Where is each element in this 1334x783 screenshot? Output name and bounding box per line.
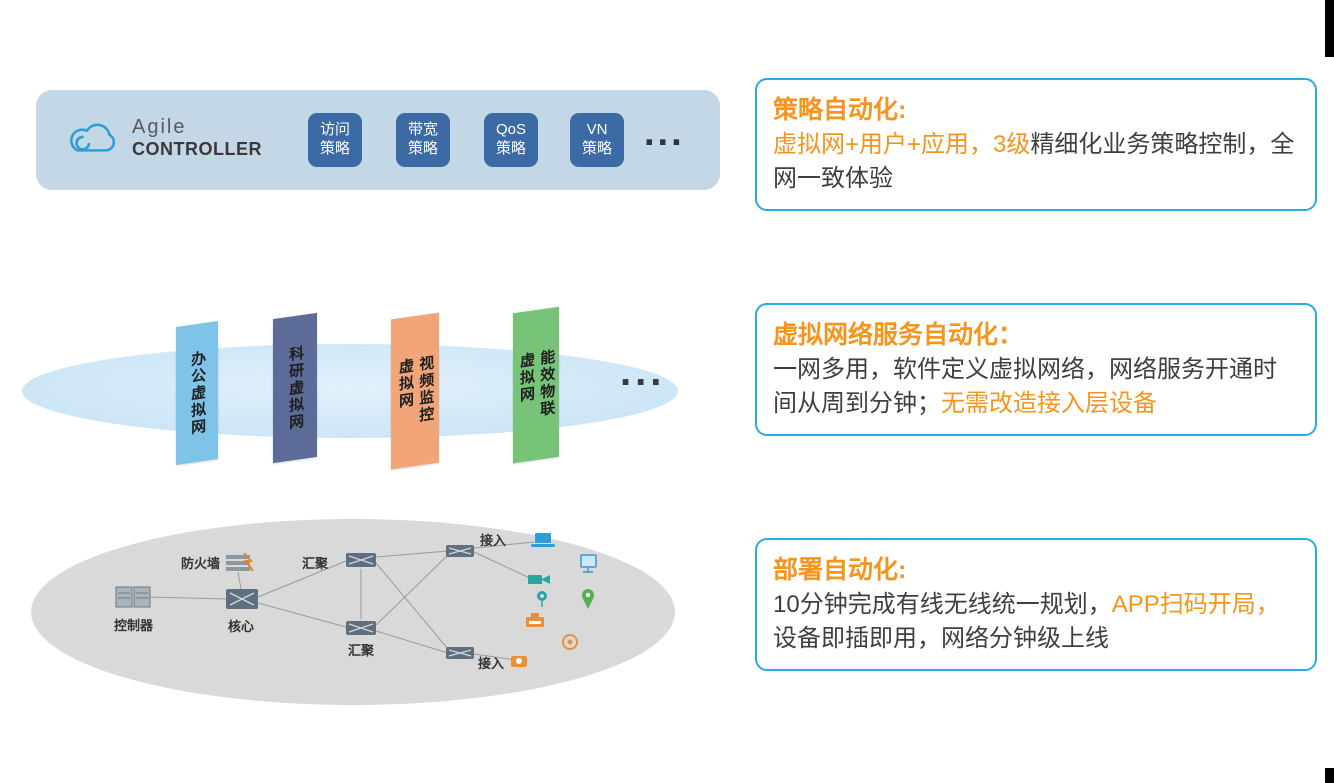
firewall-label: 防火墙	[181, 556, 220, 571]
vn-ellipsis: ...	[620, 350, 666, 394]
callout-segment: 虚拟网+用户+应用，3级	[773, 131, 1031, 158]
callout-body: 10分钟完成有线无线统一规划，APP扫码开局，设备即插即用，网络分钟级上线	[773, 588, 1299, 655]
vn-panel-label: 视频监控 虚拟网	[397, 354, 435, 425]
policy-label-line2: 策略	[581, 140, 612, 157]
black-edge-bottom	[1325, 768, 1334, 783]
callout-title: 策略自动化:	[773, 96, 907, 124]
policy-label-line2: 策略	[319, 140, 350, 157]
policy-button-bandwidth: 带宽 策略	[396, 113, 450, 167]
black-edge-top	[1325, 0, 1334, 57]
physical-network-ellipse	[31, 519, 675, 705]
callout-deployment-automation: 部署自动化: 10分钟完成有线无线统一规划，APP扫码开局，设备即插即用，网络分…	[755, 538, 1317, 672]
aggregation-switch-bottom-icon	[346, 621, 376, 635]
firewall-icon	[226, 552, 254, 572]
logo-agile-text: Agile	[132, 116, 187, 138]
callout-segment: 设备即插即用，网络分钟级上线	[773, 624, 1109, 652]
policy-label-line2: 策略	[407, 140, 438, 157]
controller-label: 控制器	[114, 618, 154, 633]
vn-panel-energy-iot: 能效物联 虚拟网	[513, 306, 559, 464]
callout-segment: APP扫码开局，	[1111, 591, 1280, 618]
topology-links	[147, 541, 535, 661]
policy-label-line1: 访问	[319, 121, 350, 139]
aggregation-switch-top-icon	[346, 553, 376, 567]
core-switch-icon	[226, 589, 258, 609]
policy-button-qos: QoS 策略	[484, 113, 538, 167]
monitor-icon	[580, 554, 597, 573]
network-topology: 控制器 防火墙 核心 汇聚 汇聚 接入	[31, 519, 675, 705]
callout-segment: 10分钟完成有线无线统一规划，	[773, 591, 1112, 618]
core-label: 核心	[228, 619, 254, 634]
policy-label-line1: VN	[586, 121, 608, 139]
callout-virtual-network-automation: 虚拟网络服务自动化： 一网多用，软件定义虚拟网络，网络服务开通时间从周到分钟；无…	[755, 303, 1317, 437]
policy-label-line1: 带宽	[407, 121, 438, 139]
access-bottom-label: 接入	[478, 656, 504, 671]
cloud-icon	[70, 123, 116, 152]
callout-body: 一网多用，软件定义虚拟网络，网络服务开通时间从周到分钟；无需改造接入层设备	[773, 353, 1299, 420]
location-pin-icon	[582, 589, 594, 609]
vn-panel-label: 办公虚拟网	[189, 349, 207, 437]
policy-label-line2: 策略	[495, 140, 526, 157]
policies-ellipsis: ...	[644, 112, 685, 154]
smart-device-icon	[562, 634, 578, 650]
video-camera-icon	[528, 575, 550, 584]
callout-policy-automation: 策略自动化: 虚拟网+用户+应用，3级精细化业务策略控制，全网一致体验	[755, 78, 1317, 212]
vn-panel-video-surveillance: 视频监控 虚拟网	[391, 312, 439, 470]
access-switch-bottom-icon	[446, 647, 474, 659]
vn-panel-label: 能效物联 虚拟网	[518, 348, 556, 419]
camera-icon	[511, 656, 527, 667]
agile-logo: Agile CONTROLLER	[132, 116, 262, 160]
printer-icon	[526, 613, 544, 627]
vn-panel-research: 科研虚拟网	[273, 312, 317, 464]
policy-button-access: 访问 策略	[308, 113, 362, 167]
aggregation-bottom-label: 汇聚	[348, 643, 375, 658]
agile-controller-bar: Agile CONTROLLER 访问 策略 带宽 策略 QoS 策略 VN 策…	[36, 90, 720, 190]
callout-segment: 无需改造接入层设备	[941, 389, 1157, 417]
laptop-icon	[531, 533, 555, 547]
callout-title: 部署自动化:	[773, 556, 907, 584]
callout-segment: 一网多用，软件定义虚拟网络，网络服务开通时间从周到分钟；	[773, 356, 1277, 417]
virtual-network-ellipse	[22, 344, 678, 438]
vn-panel-label: 科研虚拟网	[287, 344, 305, 432]
access-top-label: 接入	[480, 533, 506, 548]
policy-button-vn: VN 策略	[570, 113, 624, 167]
aggregation-top-label: 汇聚	[302, 556, 329, 571]
access-switch-top-icon	[446, 545, 474, 557]
controller-icon	[115, 586, 151, 608]
logo-controller-text: CONTROLLER	[132, 139, 262, 159]
callout-segment: 精细化业务策略控制，全网一致体验	[773, 131, 1295, 192]
webcam-icon	[537, 591, 547, 607]
vn-panel-office: 办公虚拟网	[176, 321, 218, 465]
callout-title: 虚拟网络服务自动化：	[773, 321, 1024, 349]
policy-label-line1: QoS	[495, 121, 526, 139]
callout-body: 虚拟网+用户+应用，3级精细化业务策略控制，全网一致体验	[773, 128, 1299, 195]
